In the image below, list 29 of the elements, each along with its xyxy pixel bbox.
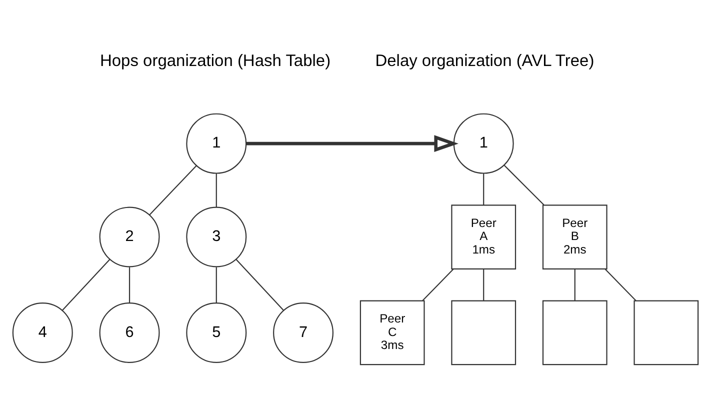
node-circle: 7	[273, 302, 334, 363]
arrow	[246, 135, 458, 152]
connector	[483, 174, 484, 206]
node-circle: 5	[186, 302, 247, 363]
node-box	[451, 300, 516, 366]
node-circle: 4	[12, 302, 73, 363]
connector	[604, 268, 636, 301]
node-circle: 1	[186, 113, 247, 174]
node-box: Peer A 1ms	[451, 204, 516, 270]
connector	[128, 267, 130, 303]
connector	[483, 269, 484, 301]
connector	[236, 258, 284, 311]
node-circle: 2	[99, 206, 160, 268]
connector	[216, 174, 217, 208]
node-circle: 3	[186, 206, 247, 268]
node-circle: 6	[99, 302, 160, 363]
node-circle: 1	[453, 113, 514, 174]
label: Hops organization (Hash Table)	[100, 52, 331, 70]
connector	[149, 165, 197, 216]
connector	[422, 268, 454, 301]
node-box: Peer C 3ms	[360, 300, 425, 366]
connector	[216, 267, 217, 303]
connector	[574, 269, 576, 301]
connector	[62, 258, 110, 311]
connector	[504, 164, 544, 206]
node-box: Peer B 2ms	[542, 204, 608, 270]
label: Delay organization (AVL Tree)	[375, 52, 594, 70]
node-box	[634, 300, 699, 366]
node-box	[542, 300, 608, 366]
